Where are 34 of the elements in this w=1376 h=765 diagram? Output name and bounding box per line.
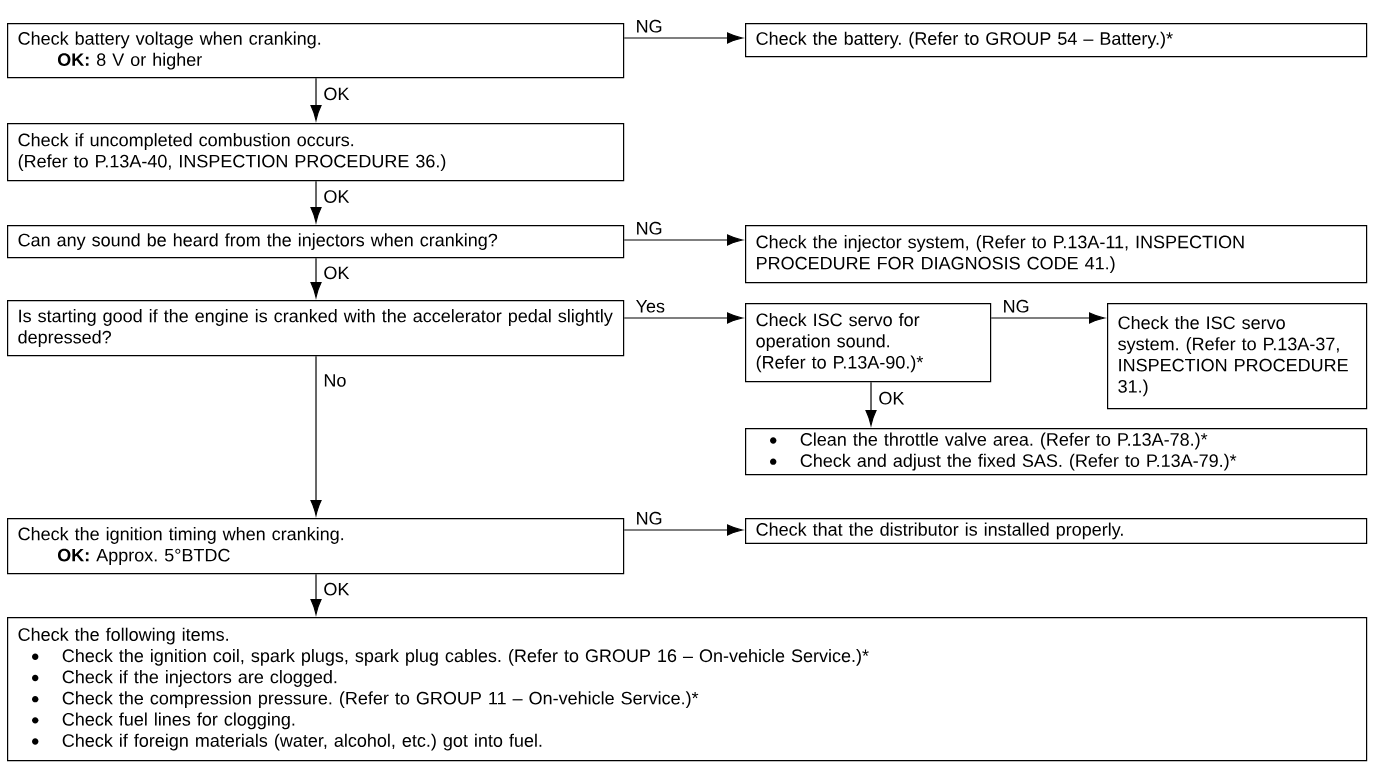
- edge-label: No: [324, 374, 346, 387]
- process-box: Check the ignition timing when cranking. OK: Approx. 5°BTDC: [7, 518, 625, 575]
- edge-label: OK: [324, 87, 350, 101]
- process-box: Check battery voltage when cranking. OK: 8 V or higher: [7, 23, 625, 79]
- edge-label: NG: [637, 221, 662, 235]
- process-box: Check ISC servo for operation sound. (Refer to P.13A-90.)*: [745, 303, 992, 383]
- process-box: Is starting good if the engine is cranked with the accelerator pedal slightly depressed?: [7, 300, 625, 357]
- process-box: Check the battery. (Refer to GROUP 54 – Battery.)*: [745, 23, 1368, 58]
- process-box: Check the following items. Check the ignition coil, spark plugs, spark plug cables. (Refer to GROUP 16 – On-vehicle Service.)* Check if the injectors are clogged. Check the compression pressure. (Refer to GROUP 11 – On-vehicle Service.)* Check fuel lines for clogging. Check if foreign materials (water, alcohol, etc.) got into fuel.: [7, 617, 1368, 762]
- process-box: Check the ISC servo system. (Refer to P.13A-37, INSPECTION PROCEDURE 31.): [1107, 303, 1368, 410]
- arrow: [310, 573, 322, 615]
- edge-label: NG: [1004, 299, 1029, 313]
- arrow: [310, 257, 322, 298]
- edge-label: OK: [324, 582, 350, 596]
- arrow: [990, 312, 1105, 324]
- edge-label: OK: [324, 266, 350, 280]
- edge-label: OK: [324, 190, 350, 203]
- arrow: [623, 312, 743, 324]
- arrow: [310, 77, 322, 121]
- arrow: [310, 180, 322, 223]
- arrow: [623, 32, 743, 44]
- arrow: [310, 355, 322, 516]
- process-box: Check that the distributor is installed properly.: [745, 518, 1368, 544]
- process-box: Check if uncompleted combustion occurs. (Refer to P.13A-40, INSPECTION PROCEDURE 36.): [7, 123, 625, 182]
- edge-label: OK: [879, 391, 905, 405]
- arrow: [623, 524, 743, 536]
- edge-label: NG: [637, 19, 662, 33]
- arrow: [623, 234, 743, 246]
- process-box: Can any sound be heard from the injectors when cranking?: [7, 225, 625, 259]
- edge-label: NG: [637, 511, 662, 525]
- process-box: Check the injector system, (Refer to P.13A-11, INSPECTION PROCEDURE FOR DIAGNOSIS CODE 41.): [745, 225, 1368, 284]
- edge-label: Yes: [636, 300, 665, 313]
- process-box: Clean the throttle valve area. (Refer to P.13A-78.)* Check and adjust the fixed SAS. (Refer to P.13A-79.)*: [745, 428, 1368, 476]
- arrow: [865, 381, 877, 426]
